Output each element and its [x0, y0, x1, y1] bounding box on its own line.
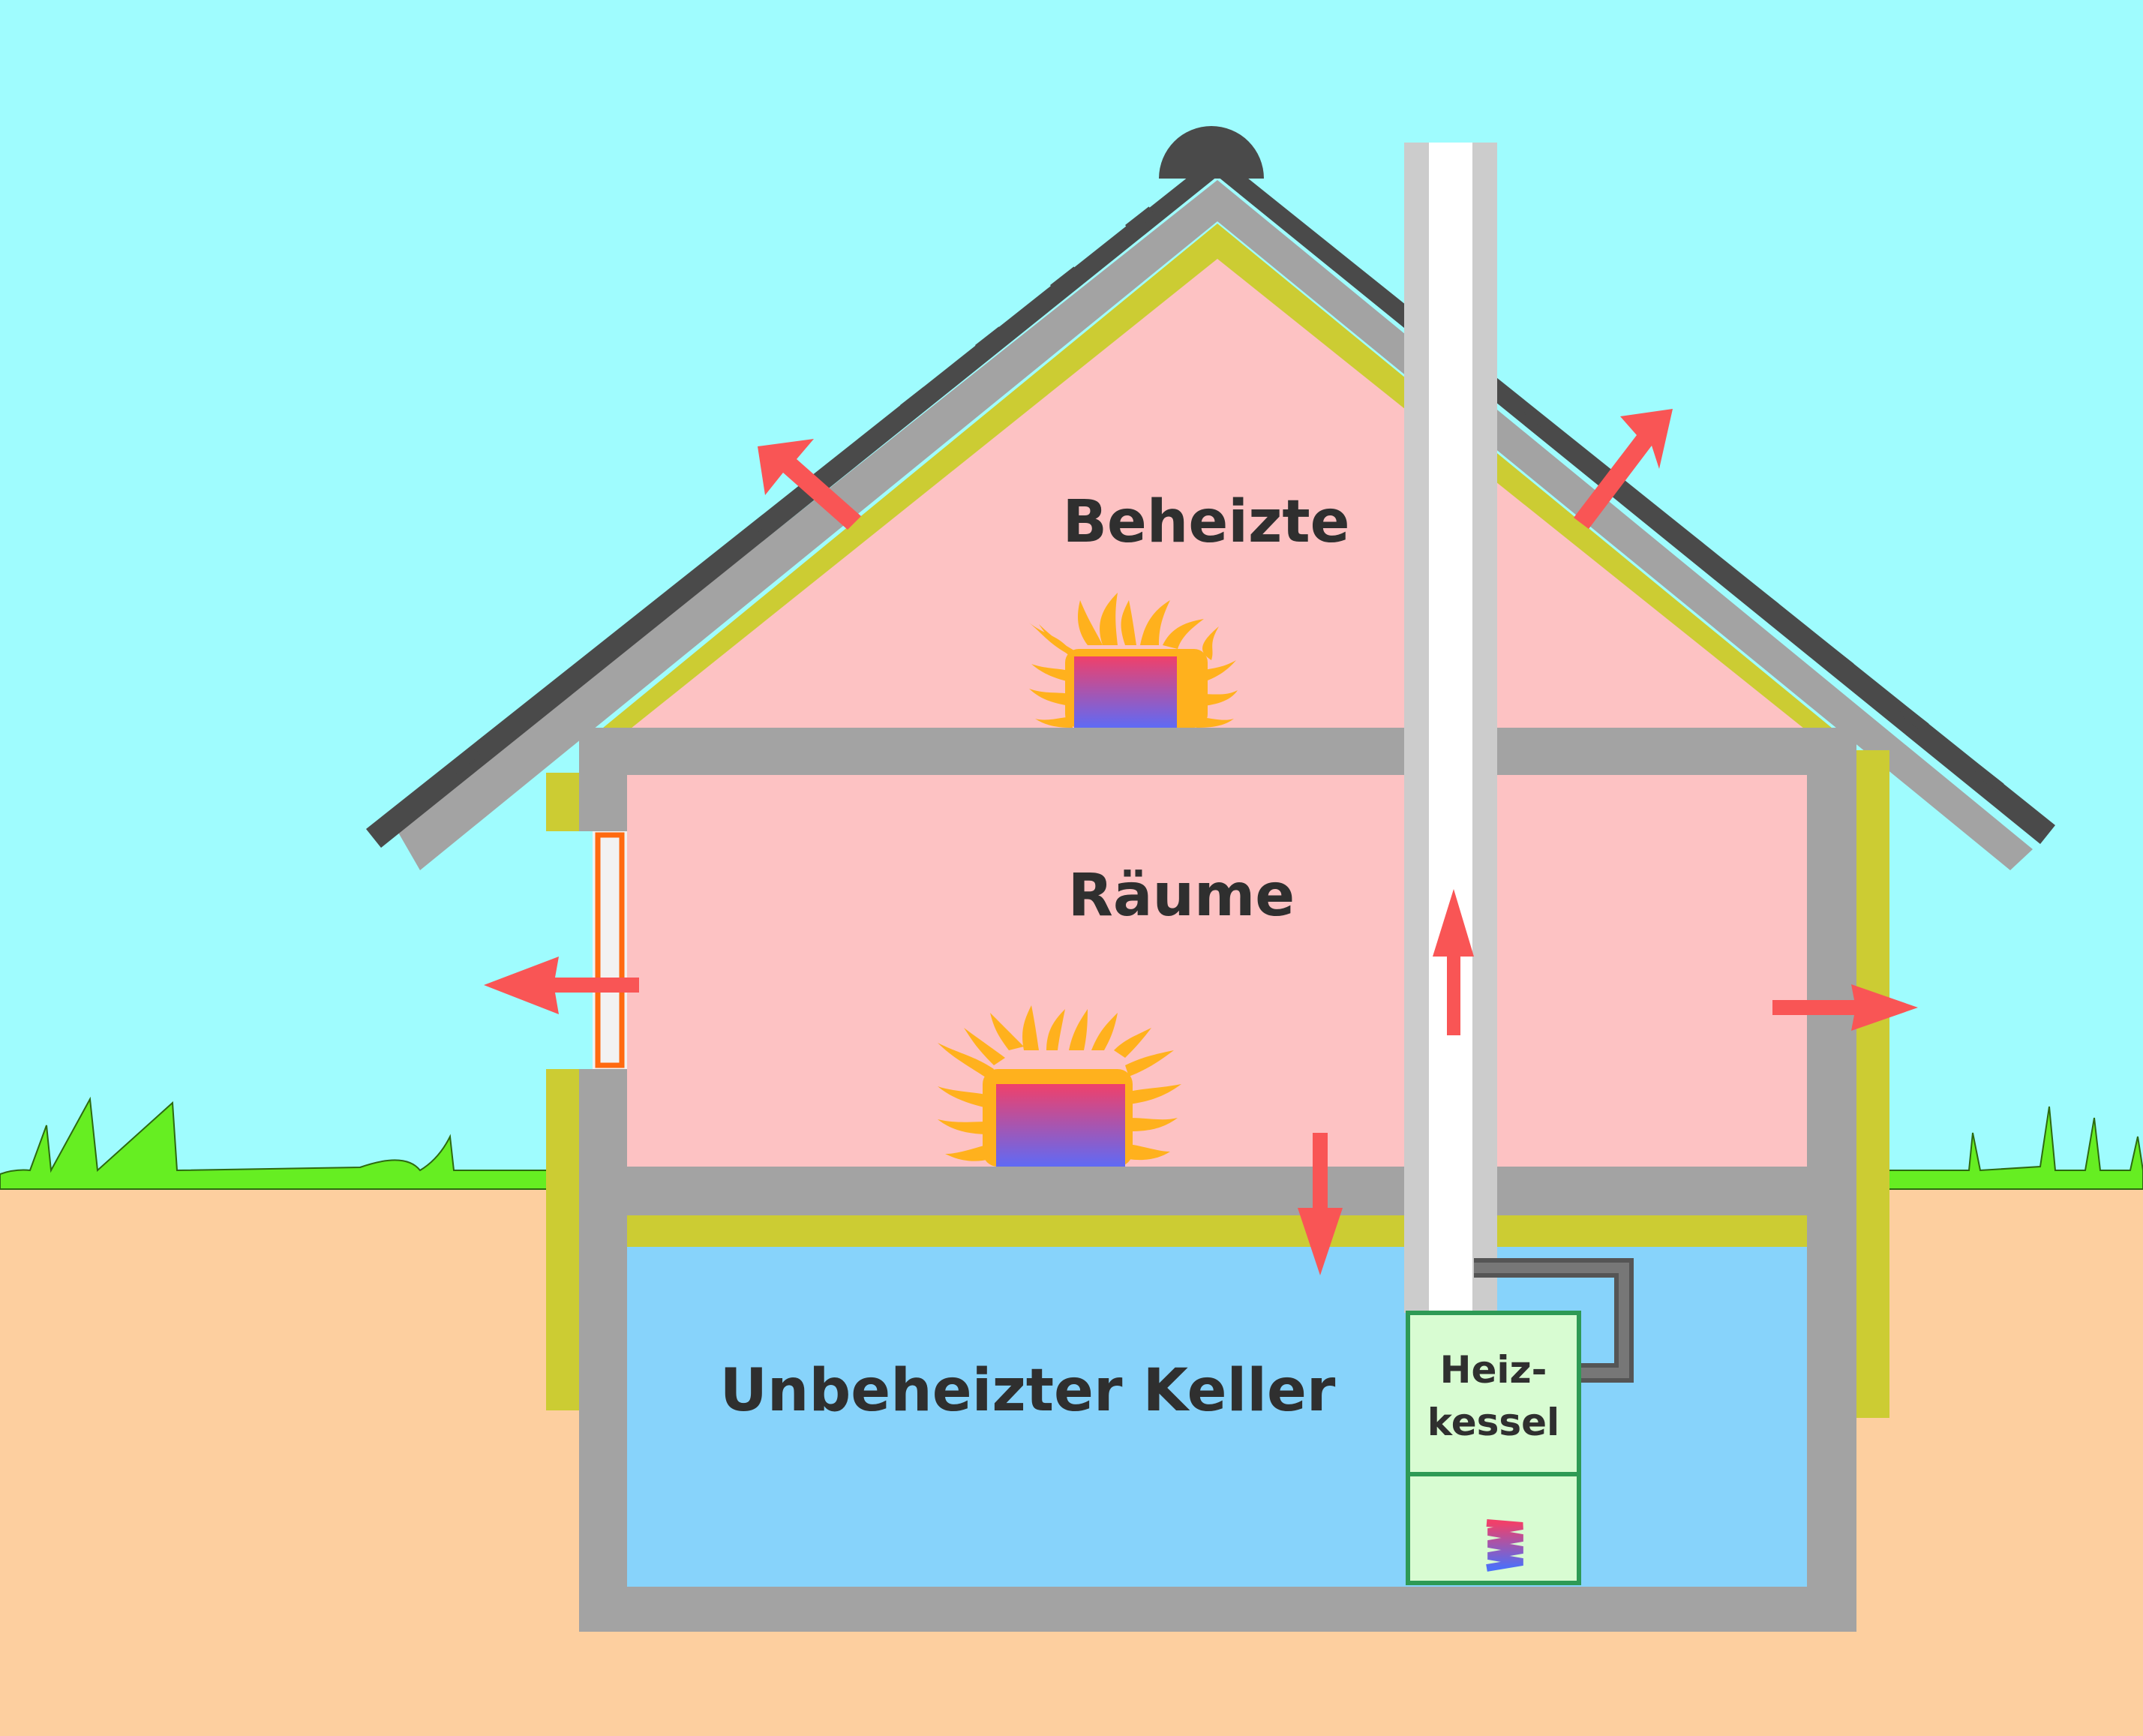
- radiator-heat-icon-attic: [1029, 593, 1238, 728]
- roof-ridge-cap: [1159, 126, 1264, 179]
- heat-loss-arrows: [484, 409, 1918, 1275]
- wall-left-lower: [579, 1069, 627, 1632]
- attic-room: [604, 248, 1830, 731]
- grass-right: [1874, 1106, 2143, 1190]
- cellar-label: Unbeheizter Keller: [720, 1357, 1336, 1425]
- boiler-label-line2: kessel: [1427, 1401, 1559, 1444]
- wall-insulation-left-upper: [546, 773, 579, 831]
- chimney-flue: [1429, 143, 1472, 1313]
- heat-loss-arrow-wall-right: [1772, 984, 1918, 1031]
- roof-tile-steps: [450, 206, 2004, 792]
- heated-rooms-label-line1: Beheizte: [1062, 488, 1349, 556]
- grass-left: [0, 1096, 552, 1190]
- wall-insulation-left-lower: [546, 1069, 579, 1410]
- boiler-coil-icon: [1486, 1519, 1523, 1572]
- window-frame: [595, 832, 625, 1068]
- heat-loss-arrow-chimney: [1433, 889, 1474, 1035]
- cellar-ceiling-insulation: [627, 1215, 1807, 1247]
- heated-rooms-label-line2: Räume: [1068, 862, 1295, 930]
- wall-insulation-right: [1856, 750, 1889, 1418]
- heat-loss-arrow-roof-right: [1574, 409, 1673, 529]
- boiler-label-line1: Heiz-: [1440, 1348, 1547, 1392]
- boiler: [1406, 1311, 1581, 1585]
- radiator-heat-icon-upper: [938, 1005, 1181, 1167]
- ceiling-slab-top: [579, 728, 1856, 775]
- heat-loss-arrow-floor: [1298, 1133, 1343, 1275]
- walls: [579, 728, 1856, 1632]
- heat-loss-arrow-roof-left: [758, 439, 861, 530]
- heat-loss-arrow-window: [484, 957, 639, 1014]
- upper-room: [627, 775, 1807, 1167]
- floor-slab-bottom: [579, 1587, 1856, 1632]
- floor-slab-middle: [579, 1167, 1856, 1215]
